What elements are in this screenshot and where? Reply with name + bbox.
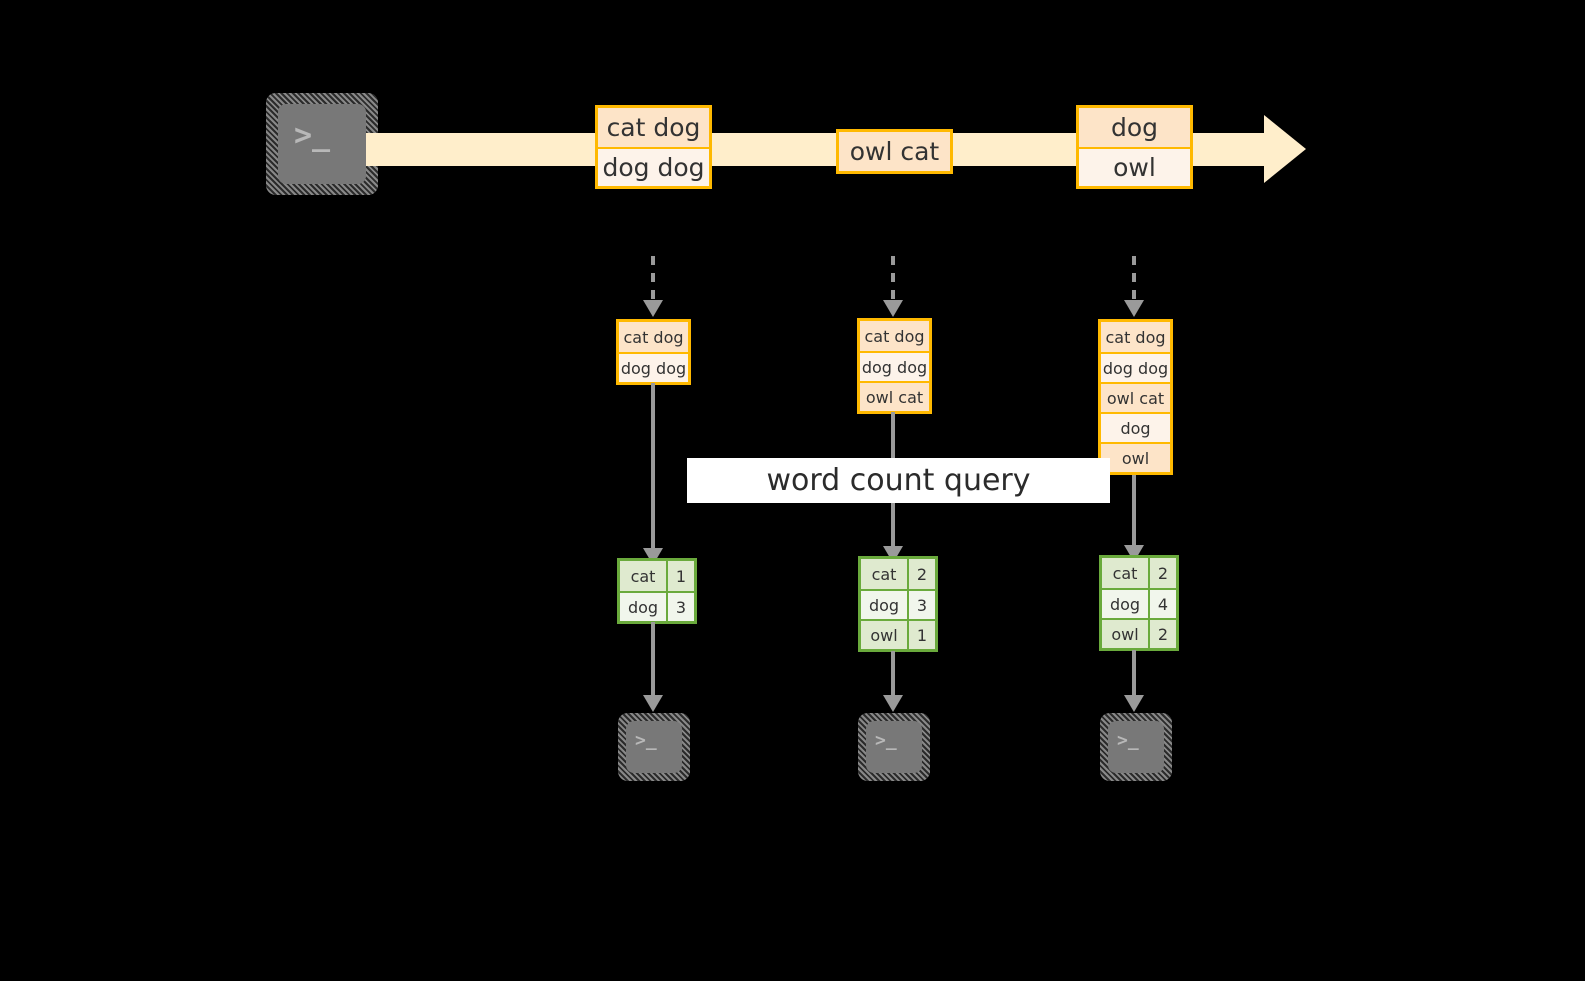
table-row: dog 4 xyxy=(1102,588,1176,618)
result-word: cat xyxy=(1102,558,1148,588)
terminal-prompt-glyph: >_ xyxy=(875,730,897,751)
event-stream-arrowhead xyxy=(1264,115,1306,183)
snapshot-input-line: owl xyxy=(1101,442,1170,472)
result-count: 1 xyxy=(907,621,935,649)
sink-arrow-line xyxy=(891,651,895,700)
query-label-banner: word count query xyxy=(687,458,1110,503)
result-word: dog xyxy=(1102,590,1148,618)
result-count: 2 xyxy=(907,559,935,589)
result-word: owl xyxy=(861,621,907,649)
table-row: cat 2 xyxy=(861,559,935,589)
result-word: cat xyxy=(620,561,666,591)
stream-event-box: dog owl xyxy=(1076,105,1193,189)
sink-terminal-icon: >_ xyxy=(858,713,930,781)
table-row: dog 3 xyxy=(861,589,935,619)
snapshot-input-line: owl cat xyxy=(860,381,929,411)
snapshot-input-line: dog xyxy=(1101,412,1170,442)
result-table: cat 2 dog 4 owl 2 xyxy=(1099,555,1179,651)
query-label-text: word count query xyxy=(766,463,1031,498)
stream-event-box: owl cat xyxy=(836,129,953,174)
table-row: owl 2 xyxy=(1102,618,1176,648)
sink-terminal-icon: >_ xyxy=(618,713,690,781)
result-count: 2 xyxy=(1148,558,1176,588)
sink-arrow-head xyxy=(643,695,663,712)
result-word: owl xyxy=(1102,620,1148,648)
sink-arrow-head xyxy=(1124,695,1144,712)
terminal-face xyxy=(1108,721,1164,773)
snapshot-input-line: cat dog xyxy=(860,321,929,351)
snapshot-input-line: dog dog xyxy=(860,351,929,381)
snapshot-input-line: dog dog xyxy=(1101,352,1170,382)
query-arrow-line xyxy=(651,383,655,553)
terminal-face xyxy=(278,104,366,184)
query-arrow-line xyxy=(1132,475,1136,548)
snapshot-feed-arrowhead xyxy=(643,300,663,317)
stream-event-line: owl cat xyxy=(839,132,950,171)
result-count: 3 xyxy=(907,591,935,619)
stream-event-line: dog xyxy=(1079,108,1190,147)
sink-terminal-icon: >_ xyxy=(1100,713,1172,781)
stream-event-box: cat dog dog dog xyxy=(595,105,712,189)
table-row: cat 1 xyxy=(620,561,694,591)
stream-event-line: owl xyxy=(1079,147,1190,186)
snapshot-input-line: owl cat xyxy=(1101,382,1170,412)
sink-arrow-line xyxy=(651,622,655,700)
result-count: 3 xyxy=(666,593,694,621)
stream-event-line: dog dog xyxy=(598,147,709,186)
stream-event-line: cat dog xyxy=(598,108,709,147)
snapshot-feed-line xyxy=(891,256,895,304)
table-row: dog 3 xyxy=(620,591,694,621)
result-word: dog xyxy=(861,591,907,619)
snapshot-feed-line xyxy=(1132,256,1136,304)
snapshot-feed-arrowhead xyxy=(1124,300,1144,317)
sink-arrow-line xyxy=(1132,650,1136,700)
result-word: dog xyxy=(620,593,666,621)
snapshot-input-line: cat dog xyxy=(1101,322,1170,352)
result-table: cat 2 dog 3 owl 1 xyxy=(858,556,938,652)
source-terminal-icon: >_ xyxy=(266,93,378,195)
snapshot-input-box: cat dog dog dog owl cat xyxy=(857,318,932,414)
terminal-prompt-glyph: >_ xyxy=(1117,730,1139,751)
terminal-prompt-glyph: >_ xyxy=(294,118,331,153)
snapshot-input-line: cat dog xyxy=(619,322,688,352)
result-count: 4 xyxy=(1148,590,1176,618)
snapshot-input-box: cat dog dog dog owl cat dog owl xyxy=(1098,319,1173,475)
result-count: 2 xyxy=(1148,620,1176,648)
terminal-prompt-glyph: >_ xyxy=(635,730,657,751)
snapshot-input-line: dog dog xyxy=(619,352,688,382)
sink-arrow-head xyxy=(883,695,903,712)
snapshot-feed-arrowhead xyxy=(883,300,903,317)
table-row: cat 2 xyxy=(1102,558,1176,588)
snapshot-feed-line xyxy=(651,256,655,304)
result-table: cat 1 dog 3 xyxy=(617,558,697,624)
snapshot-input-box: cat dog dog dog xyxy=(616,319,691,385)
terminal-face xyxy=(866,721,922,773)
result-count: 1 xyxy=(666,561,694,591)
table-row: owl 1 xyxy=(861,619,935,649)
terminal-face xyxy=(626,721,682,773)
result-word: cat xyxy=(861,559,907,589)
